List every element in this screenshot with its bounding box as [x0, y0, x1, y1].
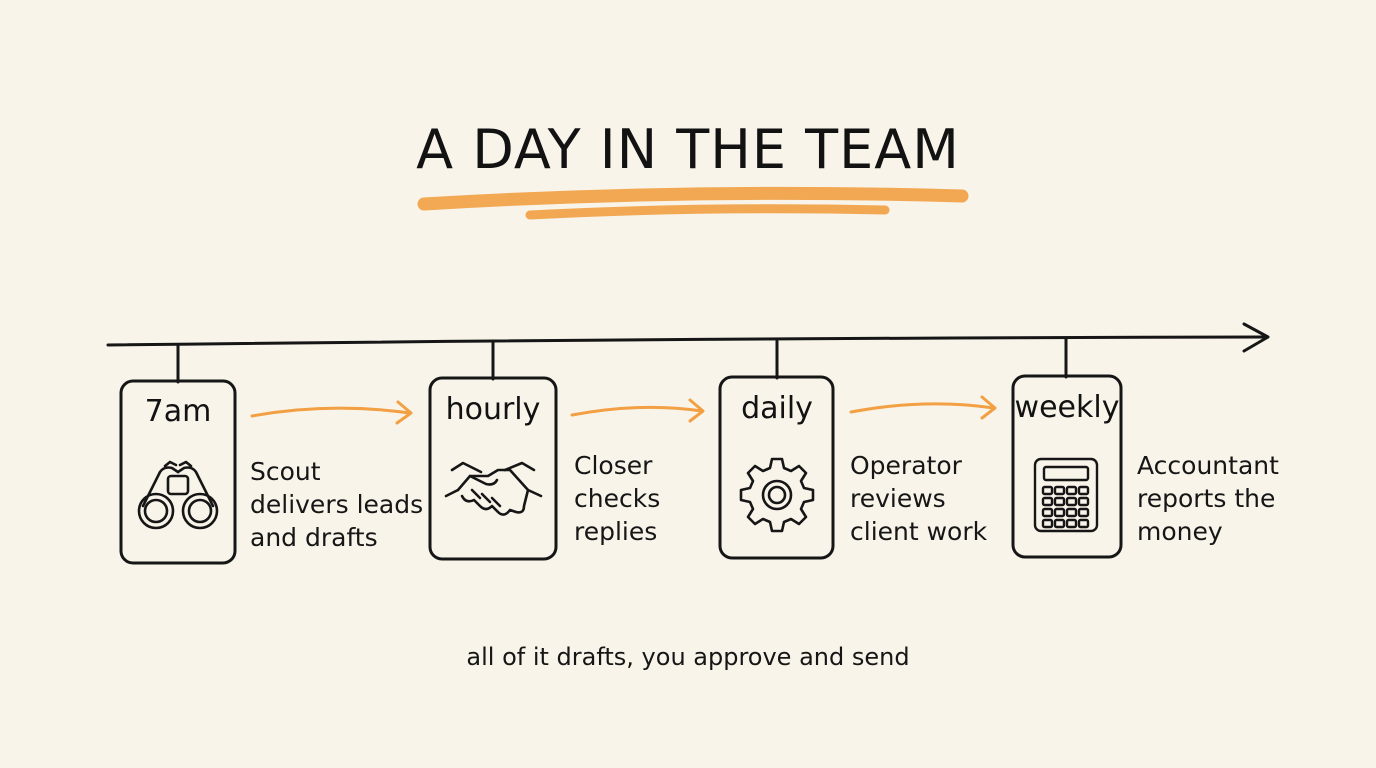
card-weekly: [1011, 374, 1123, 559]
timeline-ticks: [176, 337, 1068, 384]
step-description-closer: Closer checks replies: [574, 451, 661, 546]
step-time-daily: daily: [741, 391, 813, 426]
calculator-icon: [1033, 457, 1099, 533]
flow-arrows: [250, 395, 997, 425]
step-time-weekly: weekly: [1014, 390, 1120, 425]
binoculars-icon: [137, 460, 219, 530]
timeline-axis: [106, 322, 1270, 353]
step-description-scout: Scout delivers leads and drafts: [250, 457, 424, 552]
step-description-operator: Operator reviews client work: [850, 451, 988, 546]
card-7am: [119, 379, 237, 565]
handshake-icon: [444, 461, 543, 516]
step-cards: [119, 374, 1123, 565]
step-time-7am: 7am: [144, 394, 212, 429]
footer-note: all of it drafts, you approve and send: [466, 643, 910, 671]
page-title: A DAY IN THE TEAM: [416, 118, 960, 181]
gear-icon: [739, 457, 815, 533]
card-hourly: [428, 376, 558, 561]
step-description-accountant: Accountant reports the money: [1137, 451, 1279, 546]
step-time-hourly: hourly: [445, 392, 541, 427]
card-daily: [718, 375, 835, 560]
title-underline: [417, 186, 969, 220]
